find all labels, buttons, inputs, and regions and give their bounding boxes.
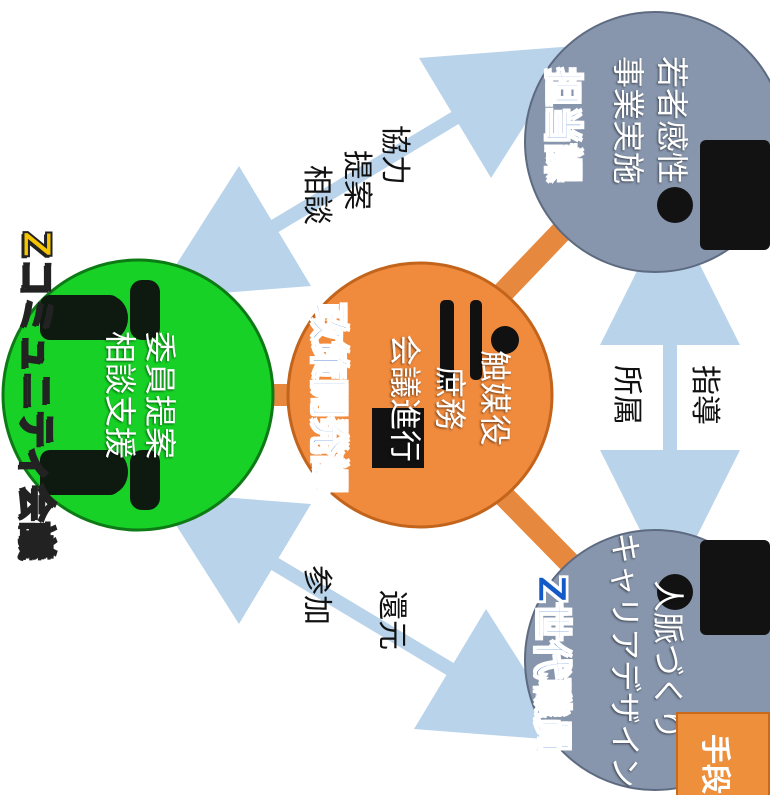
arrow-label-cooperate: 協力 [377, 125, 412, 185]
arrow-label-participate: 参加 [299, 565, 334, 625]
tanto-line-2: 若者感性 [653, 55, 691, 185]
policy-line-3: 触媒役 [476, 349, 514, 447]
community-line-1: 相談支援 [101, 330, 139, 460]
policy-circle [286, 261, 554, 529]
policy-line-1: 会議進行 [386, 333, 424, 463]
arrow-community-zstaff [154, 491, 571, 742]
means-tag-label: 手段 [697, 734, 732, 794]
arrow-label-consult: 相談 [299, 165, 334, 225]
tanto-title: 担当課 [540, 67, 586, 183]
arrow-label-belong: 所属 [609, 365, 644, 425]
zstaff-person-silhouette [657, 540, 770, 635]
zstaff-line-1: キャリアデザイン [606, 531, 644, 789]
tanto-line-1: 事業実施 [609, 55, 647, 185]
community-title: Zコミュニティ会議 [14, 229, 60, 560]
policy-title: 政策開発課 [306, 302, 352, 494]
arrow-label-guide: 指導 [687, 365, 722, 425]
policy-line-2: 庶務 [431, 365, 469, 431]
zstaff-title: Z世代職員 [529, 574, 575, 755]
arrow-community-tanto [154, 45, 576, 299]
arrow-label-return: 還元 [374, 590, 409, 650]
tanto-person-silhouette [657, 140, 770, 250]
community-people-silhouette [40, 280, 160, 510]
community-line-2: 委員提案 [141, 330, 179, 460]
policy-person-silhouette [372, 300, 519, 468]
means-tag: 手段 [676, 712, 770, 795]
